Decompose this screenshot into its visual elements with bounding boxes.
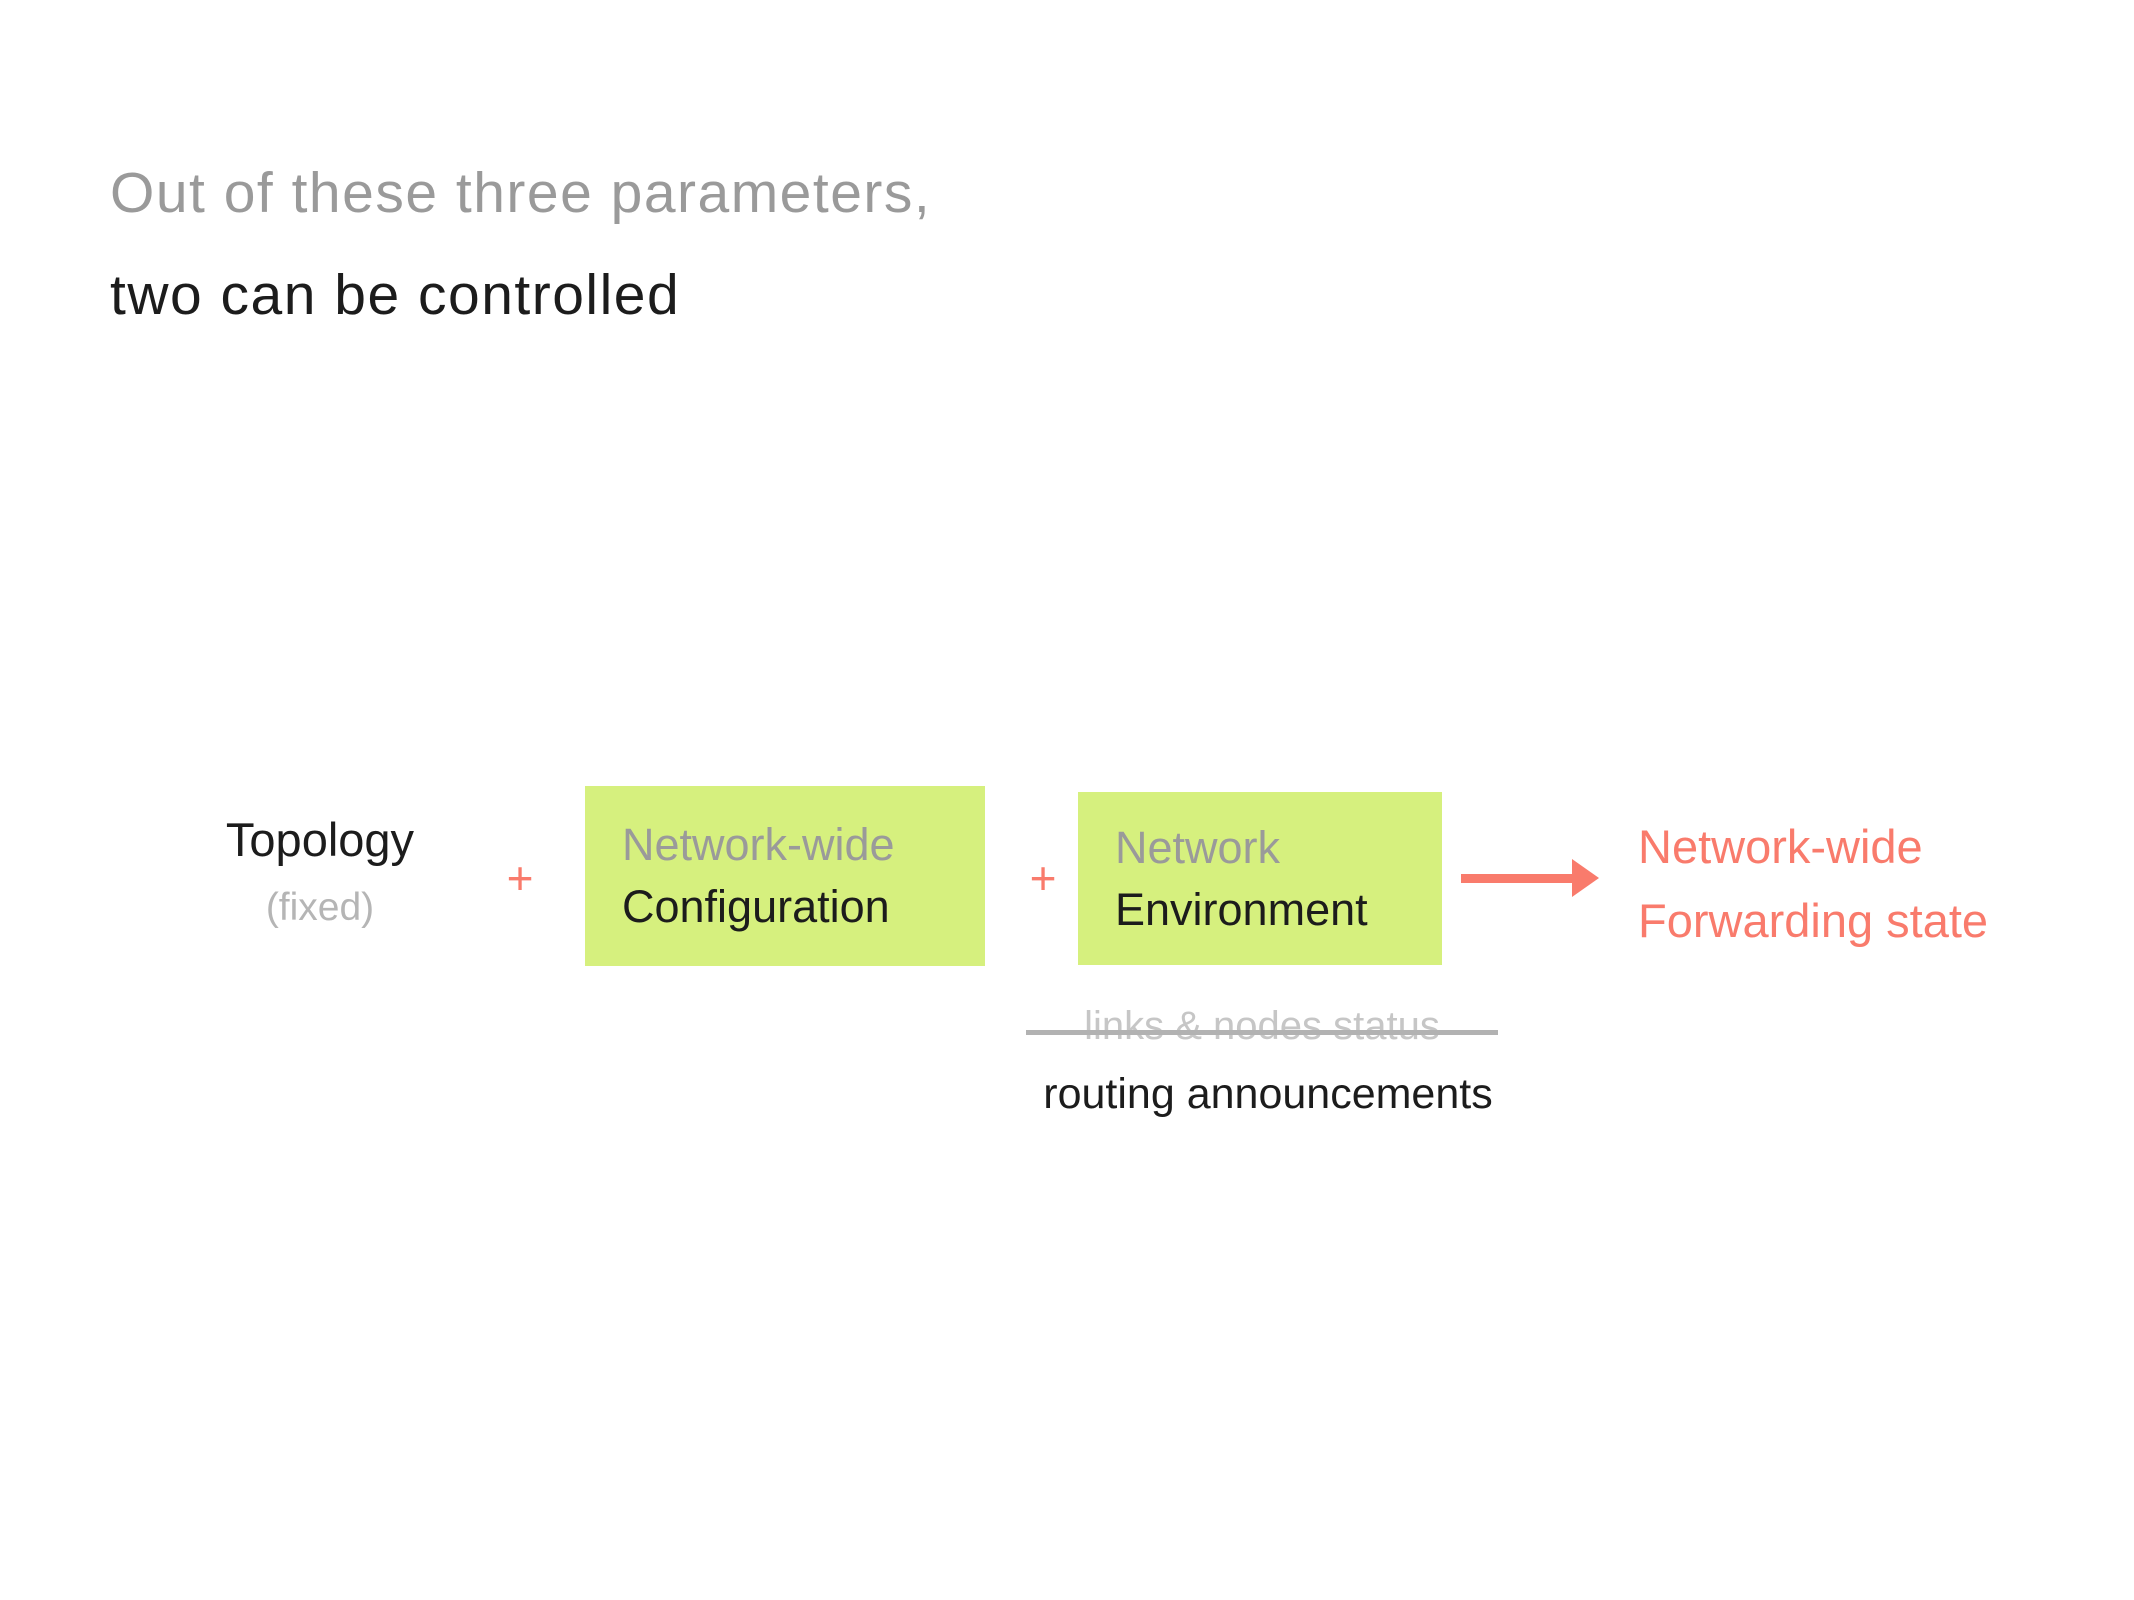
slide-title-line-1: Out of these three parameters, (110, 161, 932, 225)
configuration-box: Network-wide Configuration (585, 786, 985, 966)
configuration-box-line-1: Network-wide (622, 819, 895, 870)
strikethrough-line (1026, 1030, 1498, 1035)
links-nodes-status-annotation: links & nodes status (1022, 1004, 1502, 1049)
environment-box: Network Environment (1078, 792, 1442, 965)
forwarding-state-label: Network-wide Forwarding state (1638, 810, 1988, 958)
plus-operator-2: + (1029, 852, 1057, 904)
environment-box-line-2: Environment (1115, 883, 1368, 935)
forwarding-state-line-1: Network-wide (1638, 820, 1923, 873)
plus-operator-1: + (506, 852, 534, 904)
links-nodes-status-text: links & nodes status (1084, 1004, 1440, 1048)
topology-label: Topology (225, 813, 415, 866)
topology-fixed-note: (fixed) (265, 886, 375, 929)
routing-announcements-label: routing announcements (1043, 1070, 1493, 1118)
environment-box-line-1: Network (1115, 821, 1281, 873)
forwarding-state-line-2: Forwarding state (1638, 894, 1989, 947)
slide-title-line-2: two can be controlled (110, 263, 681, 327)
arrow-shaft (1461, 874, 1575, 883)
arrow-head (1572, 859, 1599, 897)
configuration-box-line-2: Configuration (622, 881, 890, 932)
